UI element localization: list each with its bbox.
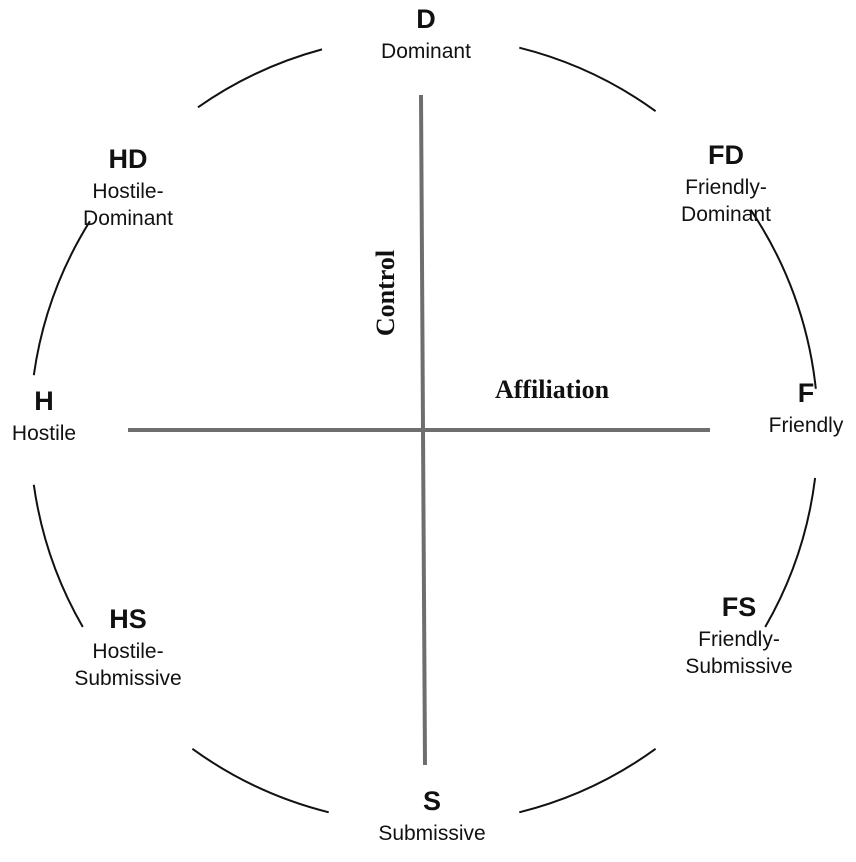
node-friendly: F Friendly	[769, 378, 844, 439]
node-hostile-dominant: HD Hostile-Dominant	[83, 144, 173, 232]
node-code: S	[422, 786, 441, 816]
node-friendly-submissive: FS Friendly-Submissive	[685, 592, 792, 680]
node-hostile: H Hostile	[12, 386, 76, 447]
node-code: FD	[707, 140, 744, 170]
node-label: Hostile-Dominant	[83, 180, 173, 230]
node-hostile-submissive: HS Hostile-Submissive	[74, 604, 181, 692]
node-code: HS	[109, 604, 147, 634]
control-axis-label: Control	[371, 249, 400, 337]
node-code: HD	[108, 144, 148, 174]
node-label: Friendly-Dominant	[681, 176, 771, 226]
node-label: Hostile	[11, 422, 77, 445]
affiliation-axis-label: Affiliation	[494, 375, 610, 404]
node-code: F	[797, 378, 815, 408]
node-code: H	[34, 386, 54, 416]
node-code: D	[416, 4, 436, 34]
circle-arc	[32, 484, 84, 628]
circle-arc	[191, 747, 329, 814]
circle-arc	[749, 209, 817, 389]
node-label: Friendly	[768, 414, 844, 437]
node-submissive: S Submissive	[378, 786, 485, 847]
circle-arc	[764, 477, 817, 628]
circle-outline	[32, 46, 817, 814]
node-label: Dominant	[381, 40, 471, 63]
node-label: Friendly-Submissive	[685, 628, 793, 678]
circle-arc	[32, 220, 91, 376]
circle-arc	[519, 747, 657, 814]
node-label: Submissive	[378, 822, 486, 845]
circle-arc	[197, 48, 323, 109]
node-dominant: D Dominant	[381, 4, 471, 65]
node-friendly-dominant: FD Friendly-Dominant	[681, 140, 771, 228]
node-label: Hostile-Submissive	[74, 640, 182, 690]
node-code: FS	[721, 592, 757, 622]
circle-arc	[519, 46, 657, 113]
